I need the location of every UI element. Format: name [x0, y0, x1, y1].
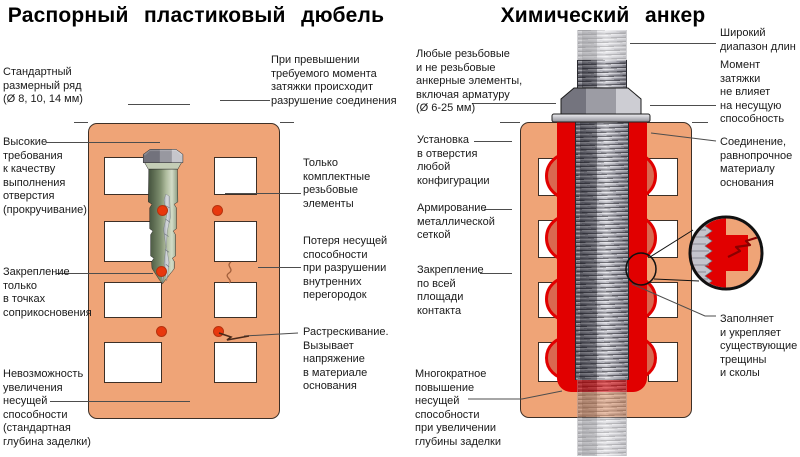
brick-cavity: [214, 282, 257, 318]
label-hole-quality: Высокие требования к качеству выполнения…: [3, 136, 87, 216]
leader-line: [474, 141, 512, 142]
leader-line: [128, 104, 190, 105]
leader-line: [472, 103, 556, 104]
brick-cavity: [214, 157, 257, 195]
leader-line: [258, 267, 301, 268]
label-threaded-only: Только комплектные резьбовые элементы: [303, 157, 371, 210]
threaded-rod-main: [575, 120, 629, 380]
label-capacity-gain: Многократное повышение несущей способнос…: [415, 368, 502, 448]
leader-line: [50, 401, 190, 402]
magnifier-crack: [727, 234, 761, 258]
right-title: Химический анкер: [500, 4, 706, 27]
leader-line: [630, 43, 716, 44]
label-capacity-loss: Потеря несущей способности при разрушени…: [303, 235, 388, 302]
leader-line: [56, 273, 153, 274]
label-length-range: Широкий диапазон длин: [720, 27, 796, 53]
label-any-elements: Любые резьбовые и не резьбовые анкерные …: [416, 48, 523, 115]
dowel-collar: [144, 162, 182, 170]
surface-line: [280, 122, 294, 123]
magnifier-thread-profile: [691, 218, 713, 288]
surface-line: [74, 122, 88, 123]
label-no-capacity-increase: Невозможность увеличения несущей способн…: [3, 368, 91, 448]
brick-cavity: [214, 221, 257, 262]
contact-point-dot: [157, 205, 168, 216]
leader-line: [484, 209, 512, 210]
brick-cavity: [104, 342, 162, 383]
nut-washer-graphic: [551, 87, 651, 123]
leader-line: [480, 273, 512, 274]
label-overtightening: При превышении требуемого момента затяжк…: [271, 54, 397, 107]
surface-line: [692, 122, 708, 123]
contact-point-dot: [212, 205, 223, 216]
plastic-dowel-graphic: [143, 149, 184, 285]
left-title: Распорный пластиковый дюбель: [7, 4, 385, 27]
label-equal-strength: Соединение, равнопрочное материалу основ…: [720, 136, 793, 189]
label-contact-points: Закрепление только в точках соприкоснове…: [3, 266, 92, 319]
threaded-rod-top-faded: [577, 30, 627, 63]
threaded-rod-bottom-faded: [577, 378, 627, 456]
label-standard-sizes: Стандартный размерный ряд (Ø 8, 10, 14 м…: [3, 66, 83, 106]
contact-point-dot: [213, 326, 224, 337]
leader-line: [225, 193, 301, 194]
threaded-rod-upper: [577, 60, 627, 90]
dowel-screw-slot: [163, 193, 171, 281]
label-cracking: Растрескивание. Вызывает напряжение в ма…: [303, 326, 389, 393]
magnifier-brick-notch: [726, 218, 761, 288]
label-fills-cracks: Заполняет и укрепляет существующие трещи…: [720, 313, 798, 380]
label-mesh: Армирование металлической сеткой: [417, 202, 495, 242]
detail-magnifier: [688, 215, 764, 291]
label-torque: Момент затяжки не влияет на несущую спос…: [720, 59, 785, 126]
leader-line: [650, 105, 716, 106]
washer: [551, 113, 651, 123]
label-full-contact: Закрепление по всей площади контакта: [417, 264, 484, 317]
leader-line: [46, 142, 160, 143]
surface-line: [500, 122, 520, 123]
contact-point-dot: [156, 326, 167, 337]
brick-cavity: [214, 342, 257, 383]
contact-point-dot: [156, 266, 167, 277]
brick-cavity: [104, 282, 162, 318]
leader-line: [220, 100, 270, 101]
resin-channel: [557, 121, 647, 392]
dowel-body: [148, 168, 179, 284]
label-any-hole: Установка в отверстия любой конфигурации: [417, 134, 490, 187]
